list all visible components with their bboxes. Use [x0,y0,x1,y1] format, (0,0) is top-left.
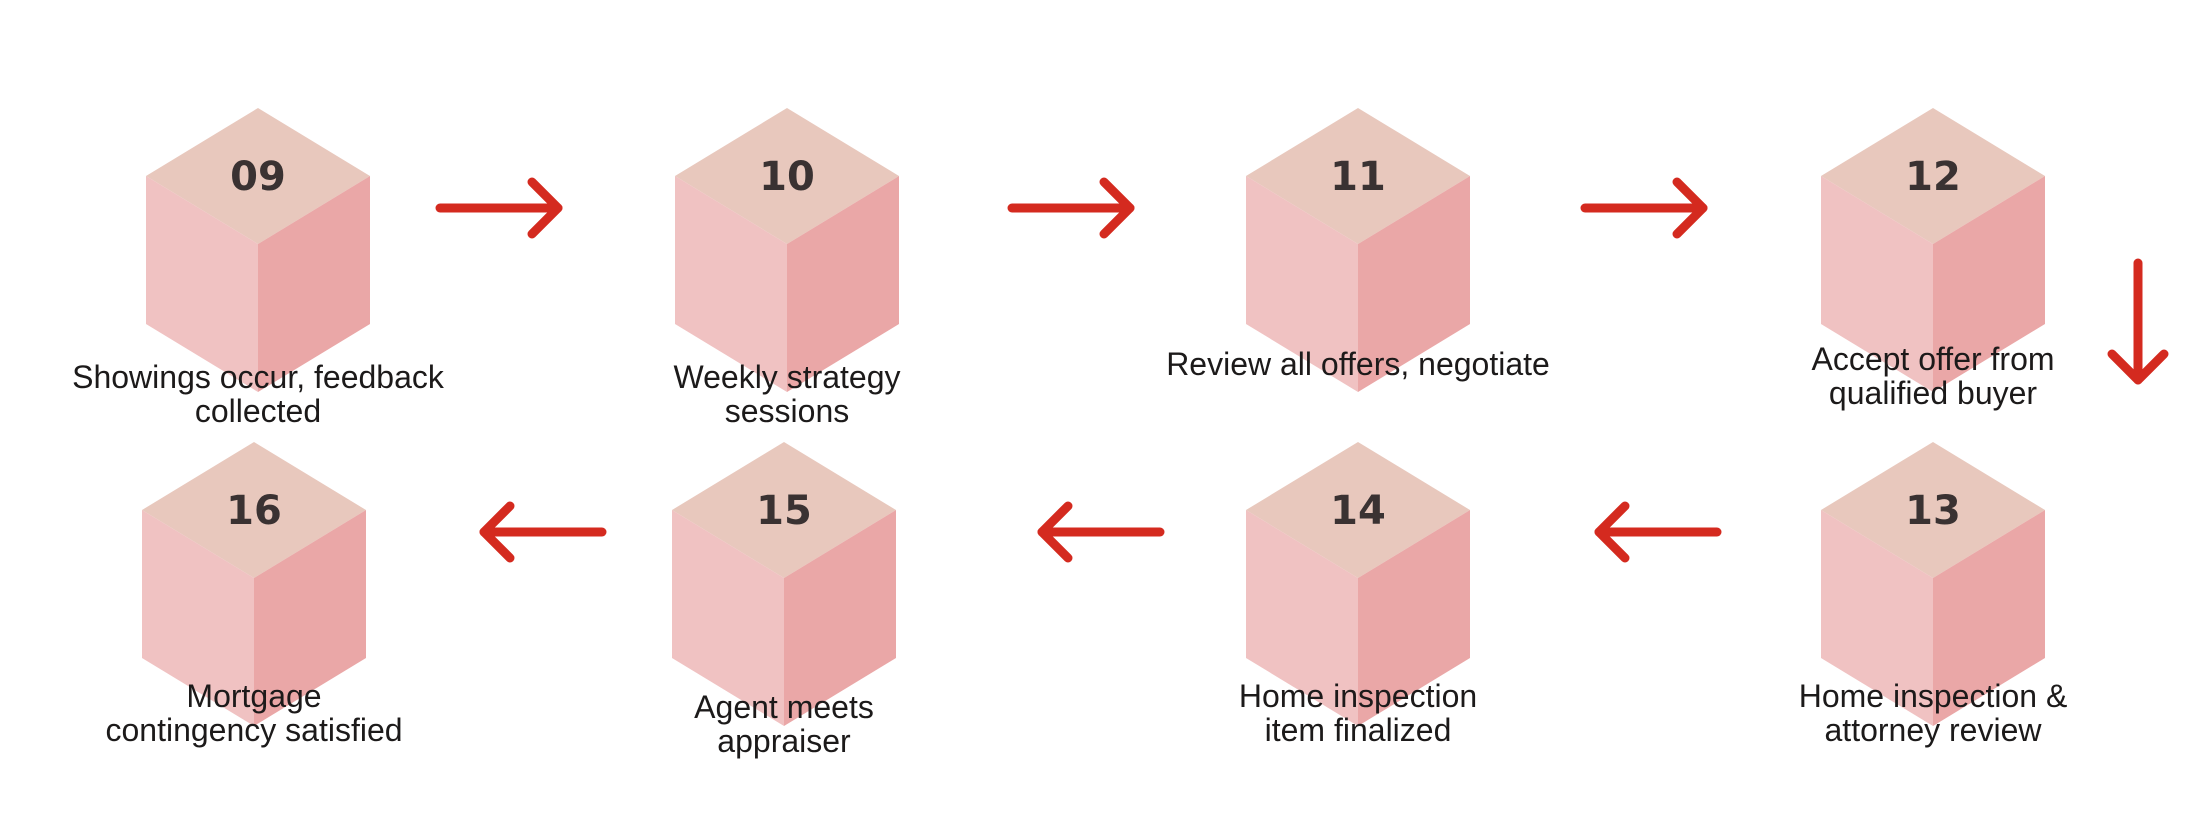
step-label-line: Weekly strategy [673,359,900,395]
arrow-head [527,177,563,239]
step-number: 11 [1330,154,1386,200]
step-label-line: item finalized [1265,712,1452,748]
cube-right-face [1358,176,1470,392]
cube-right-face [1933,510,2045,726]
step-label-line: attorney review [1825,712,2043,748]
cube-icon [1246,442,1470,726]
cube-left-face [1246,176,1358,392]
step-label-line: sessions [725,393,850,429]
step-label-line: appraiser [717,723,851,759]
step-label-line: Home inspection & [1799,678,2068,714]
cube-icon [1246,108,1470,392]
arrow-head [2107,349,2169,385]
cube-left-face [675,176,787,392]
cube-right-face [258,176,370,392]
cube-icon [142,442,366,726]
arrow-icon [1594,501,1722,563]
cube-left-face [1246,510,1358,726]
cube-icon [1821,442,2045,726]
step-number: 13 [1905,488,1961,534]
cube-left-face [1821,176,1933,392]
step-number: 14 [1330,488,1386,534]
cube-right-face [1933,176,2045,392]
step-number: 09 [230,154,286,200]
cube-icon [1821,108,2045,392]
cube-right-face [787,176,899,392]
step-number: 15 [756,488,812,534]
arrow-icon [1037,501,1165,563]
arrows-layer [435,177,2169,563]
step-label-line: Mortgage [186,678,321,714]
cube-left-face [146,176,258,392]
step-label-line: contingency satisfied [105,712,402,748]
cube-icon [146,108,370,392]
step-label-line: qualified buyer [1829,375,2037,411]
step-label-line: Agent meets [694,689,874,725]
arrow-head [1594,501,1630,563]
arrow-icon [1580,177,1708,239]
cube-icon [672,442,896,726]
cube-icon [675,108,899,392]
step-label-line: Accept offer from [1811,341,2054,377]
cube-right-face [784,510,896,726]
cube-left-face [1821,510,1933,726]
arrow-icon [435,177,563,239]
arrow-icon [2107,258,2169,385]
step-label-line: Showings occur, feedback [72,359,445,395]
step-number: 10 [759,154,815,200]
cube-left-face [672,510,784,726]
cube-left-face [142,510,254,726]
step-number: 12 [1905,154,1961,200]
arrow-head [1037,501,1073,563]
step-number: 16 [226,488,282,534]
arrow-head [1672,177,1708,239]
arrow-head [479,501,515,563]
step-label-line: Home inspection [1239,678,1477,714]
arrow-icon [479,501,607,563]
cube-right-face [254,510,366,726]
step-label-line: Review all offers, negotiate [1166,346,1550,382]
arrow-icon [1007,177,1135,239]
arrow-head [1099,177,1135,239]
cube-right-face [1358,510,1470,726]
step-label-line: collected [195,393,321,429]
